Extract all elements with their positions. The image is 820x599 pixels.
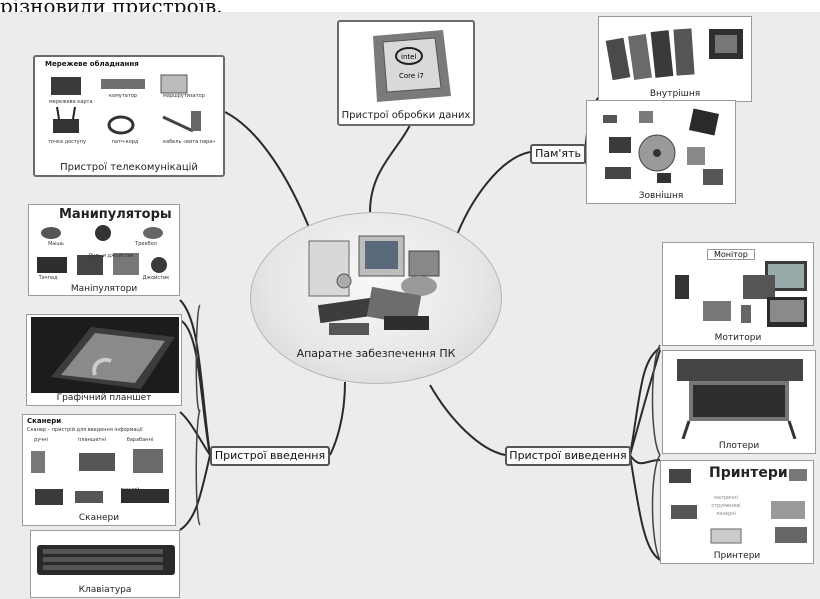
manipulators-image [37,225,167,275]
telecom-item-5: кабель «вита пара» [163,139,216,145]
link-center-input [329,381,346,456]
link-center-telecom [224,111,311,231]
manipulators-node[interactable]: Манипуляторы Мышь Трекбол Руль и джойсти… [28,204,180,296]
graphic-tablet-image [31,317,179,393]
monitors-label: Мотитори [714,333,762,343]
scanners-image [31,449,169,505]
telecom-item-3: точка доступу [48,139,86,145]
top-caption: різновиди пристроїв. [0,0,223,14]
plotter-image [677,359,803,439]
keyboard-node[interactable]: Клавіатура [30,530,180,598]
processing-label: Пристрої обробки даних [341,110,471,121]
printer-type-2: лазерні [716,511,736,517]
scanner-type-1: планшетні [77,437,107,443]
cpu-model: Core i7 [399,72,424,80]
center-node[interactable]: Апаратне забезпечення ПК [250,212,502,384]
internal-memory-node[interactable]: Внутрішня [598,16,752,102]
ram-modules-image [605,28,743,81]
internal-memory-label: Внутрішня [649,89,701,99]
tablet-node[interactable]: Графічний планшет [26,314,182,406]
monitors-node[interactable]: Монітор Мотитори [662,242,814,346]
link-center-memory [454,151,531,241]
manip-item-2: Руль и джойстик [89,253,134,259]
link-center-processing [369,124,411,213]
external-memory-label: Зовнішня [638,191,684,201]
input-branch[interactable]: Пристрої введення [210,446,330,466]
link-center-output [429,384,506,456]
printer-type-0: матричні [714,495,738,501]
telecom-item-0: мережева карта [49,99,93,105]
scanner-type-2: барабанні [126,437,154,443]
keyboard-label: Клавіатура [78,585,132,595]
telecom-item-4: патч-корд [111,139,139,145]
tablet-label: Графічний планшет [56,393,152,403]
printers-image [669,469,807,544]
manip-item-3: Тачпад [38,275,58,281]
monitors-panel-title: Монітор [707,249,755,260]
manip-item-1: Трекбол [135,241,157,247]
printer-type-1: струменеві [711,503,741,509]
memory-branch[interactable]: Пам'ять [530,144,586,164]
network-equipment-image [51,74,201,135]
storage-devices-image [603,108,723,185]
link-output-printers [629,454,661,465]
processing-node[interactable]: intel Core i7 Пристрої обробки даних [337,20,475,126]
center-label: Апаратне забезпечення ПК [296,347,456,360]
telecom-item-1: комутатор [109,93,137,99]
scanner-type-0: ручні [34,437,48,443]
cpu-brand: intel [401,53,416,61]
printers-node[interactable]: Принтери. матричні струменеві лазерні Пр… [660,460,814,564]
output-branch[interactable]: Пристрої виведення [505,446,631,466]
manip-item-0: Мышь [48,241,64,247]
link-input-tablet [179,319,211,456]
scanners-panel-title: Сканери [27,417,62,425]
keyboard-image [37,545,175,575]
pc-hardware-image [308,235,440,335]
telecom-label: Пристрої телекомунікацій [60,162,198,173]
manipulators-panel-title: Манипуляторы [59,207,172,222]
telecom-panel-title: Мережеве обладнання [45,60,139,68]
manipulators-label: Маніпулятори [70,284,138,294]
telecom-node[interactable]: Мережеве обладнання мережева карта комут… [33,55,225,177]
scanners-panel-sub: Сканер – пристрій для введення інформаці… [27,427,143,433]
link-output-monitors [629,347,661,456]
printers-panel-title: Принтери. [709,465,793,481]
telecom-item-2: маршрутизатор [163,93,205,99]
cpu-image: intel Core i7 [373,30,451,102]
external-memory-node[interactable]: Зовнішня [586,100,736,204]
scanners-node[interactable]: Сканери Сканер – пристрій для введення і… [22,414,176,526]
monitors-image [675,261,807,327]
printers-label: Принтери [713,551,761,561]
link-output-printers2 [629,454,661,561]
link-input-scanners [179,411,211,456]
plotters-node[interactable]: Плотери [662,350,816,454]
scanners-label: Сканери [78,513,120,523]
link-input-keyboard [179,454,211,531]
manip-item-4: Джойстик [142,275,170,281]
link-output-plotters [629,349,661,456]
plotters-label: Плотери [718,441,760,451]
